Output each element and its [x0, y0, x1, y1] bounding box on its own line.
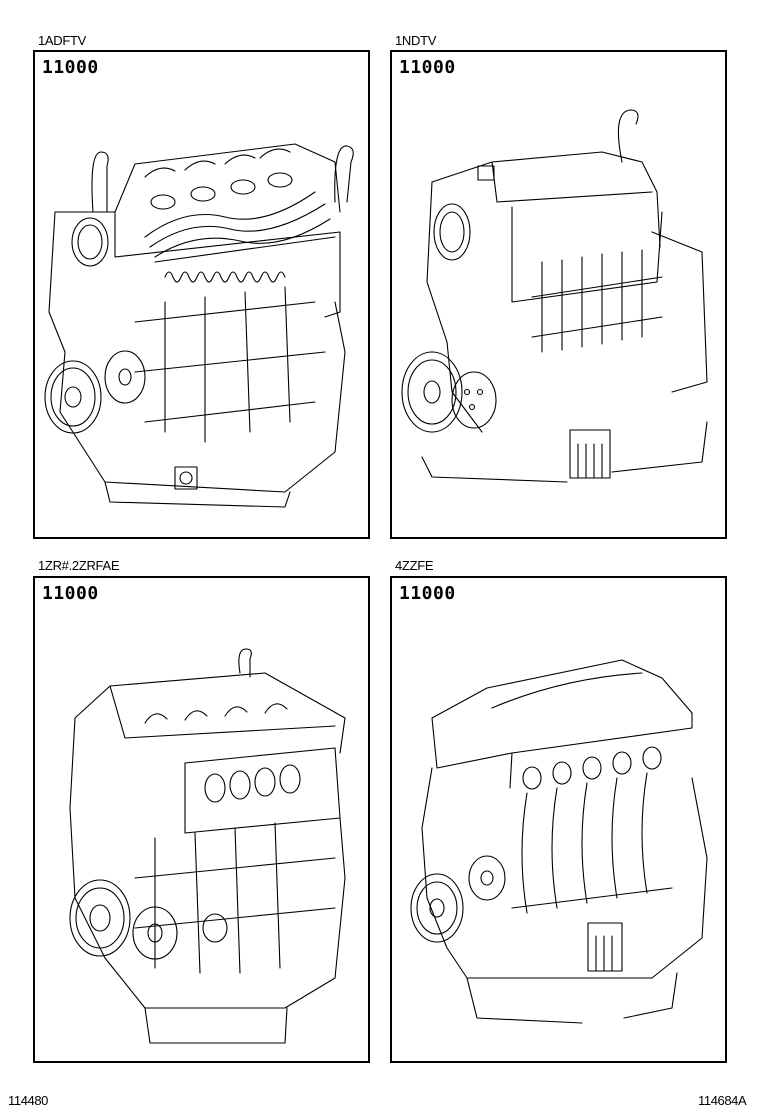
- engine-panel-1ndtv: 11000: [390, 50, 727, 539]
- part-number-callout[interactable]: 11000: [399, 57, 456, 78]
- engine-code-label-1: 1ADFTV: [38, 33, 87, 48]
- engine-panel-1adftv: 11000: [33, 50, 370, 539]
- engine-panel-4zzfe: 11000: [390, 576, 727, 1063]
- engine-code-label-4: 4ZZFE: [395, 558, 434, 573]
- engine-illustration-icon: [410, 659, 708, 1024]
- engine-illustration-icon: [69, 648, 346, 1044]
- engine-code-label-3: 1ZR#.2ZRFAE: [38, 558, 120, 573]
- part-number-callout[interactable]: 11000: [42, 57, 99, 78]
- engine-code-label-2: 1NDTV: [395, 33, 437, 48]
- part-number-callout[interactable]: 11000: [399, 583, 456, 604]
- engine-panel-1zr-2zrfae: 11000: [33, 576, 370, 1063]
- illustration-code-right: 114684A: [698, 1093, 747, 1108]
- engine-illustration-icon: [44, 143, 354, 508]
- illustration-code-left: 114480: [8, 1093, 49, 1108]
- engine-illustration-icon: [401, 109, 708, 483]
- part-number-callout[interactable]: 11000: [42, 583, 99, 604]
